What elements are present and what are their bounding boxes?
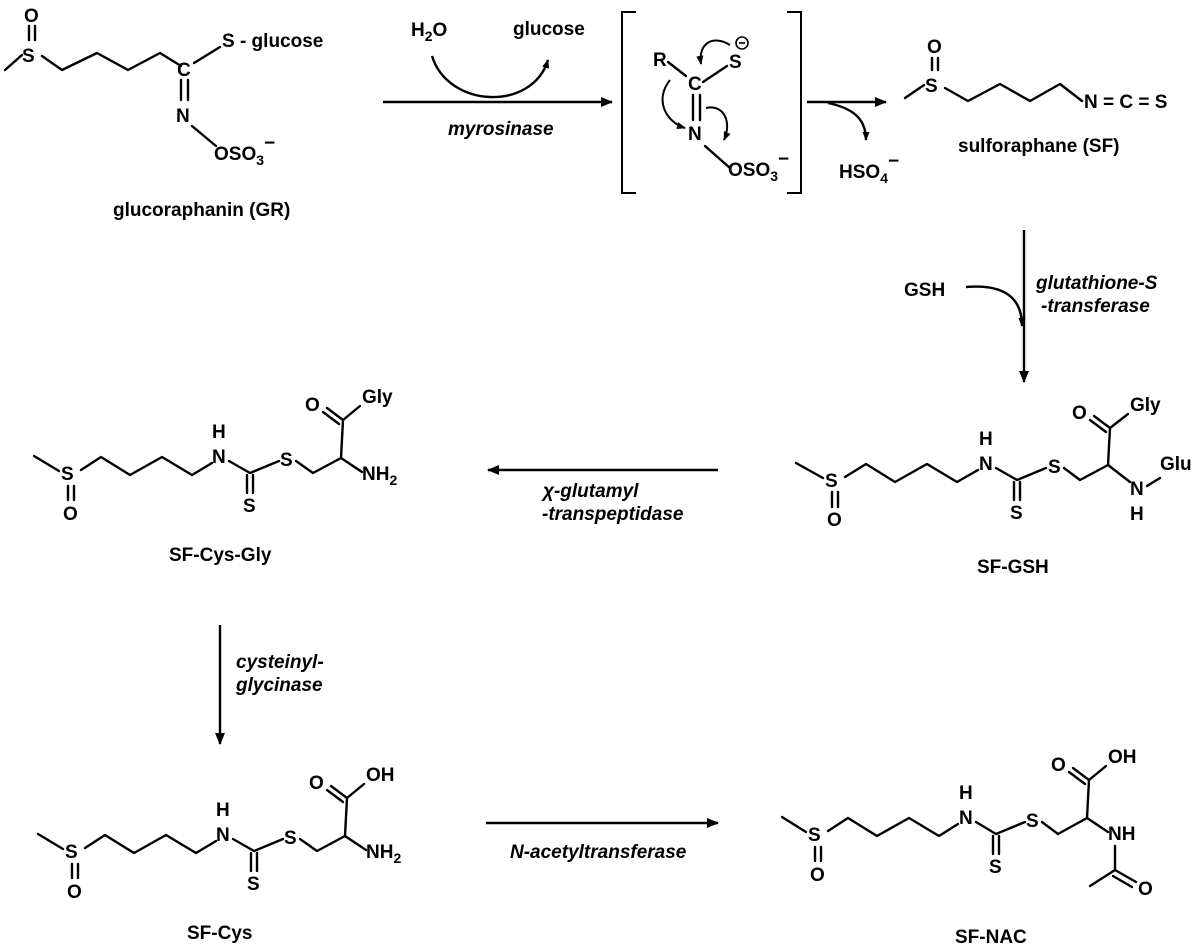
water-label: H2O <box>411 20 447 44</box>
gst-step: GSH glutathione-S -transferase <box>904 230 1158 383</box>
ggt-label-1: χ-glutamyl <box>541 481 639 502</box>
intermediate-nitrogen: N <box>688 124 702 145</box>
sf-gsh-gly: Gly <box>1130 395 1161 416</box>
left-bracket <box>621 11 636 194</box>
sf-cys-gly-sulfur: S <box>61 464 74 485</box>
gst-label-2: -transferase <box>1041 296 1150 317</box>
electron-arrow-3 <box>705 106 731 141</box>
sf-cys-label: SF-Cys <box>187 923 252 944</box>
sf-cys-oh: OH <box>366 765 395 786</box>
hso4-label: HSO4− <box>839 151 899 186</box>
sf-gsh-sulfoxide-oxygen: O <box>827 510 842 531</box>
intermediate-sulfur: S <box>729 52 742 73</box>
nat-label: N-acetyltransferase <box>510 842 687 863</box>
gr-sulfur: S <box>22 46 35 67</box>
sf-nac-carbonyl-o: O <box>1051 755 1066 776</box>
sf-cys-gly-thioether-s: S <box>280 450 293 471</box>
sf-cys-sulfur: S <box>65 842 78 863</box>
intermediate-r: R <box>653 50 667 71</box>
sf-nac-oh: OH <box>1108 747 1137 768</box>
sf-nac-nh-h: H <box>959 783 973 804</box>
glucose-byproduct: glucose <box>513 19 585 40</box>
intermediate-carbon: C <box>688 74 702 95</box>
sf-gsh-nh-h: H <box>979 429 993 450</box>
sulforaphane-structure: S O N = C = S sulforaphane (SF) <box>903 37 1167 157</box>
electron-arrow-1 <box>696 39 731 65</box>
sf-sulfur: S <box>925 76 938 97</box>
sf-label: sulforaphane (SF) <box>958 136 1120 157</box>
sf-cys-nh-h: H <box>216 800 230 821</box>
sf-cys-gly-nh-n: N <box>212 447 226 468</box>
sf-cys-nh-n: N <box>216 825 230 846</box>
sf-nac-label: SF-NAC <box>955 927 1027 948</box>
sf-cys-gly-carbonyl-o: O <box>305 395 320 416</box>
sf-gsh-thioether-s: S <box>1048 457 1061 478</box>
sf-cys-gly-structure: S O N H S S O Gly NH2 SF-Cys-Gly <box>32 387 397 566</box>
sf-cys-thione-s: S <box>247 874 260 895</box>
gr-nitrogen: N <box>176 106 190 127</box>
ggt-label-2: -transpeptidase <box>542 504 684 525</box>
sf-cys-gly-sulfoxide-o: O <box>63 504 78 525</box>
right-bracket <box>787 11 802 194</box>
cg-label-2: glycinase <box>235 675 323 696</box>
lossen-step: HSO4− <box>807 97 899 186</box>
myrosinase-label: myrosinase <box>448 119 554 140</box>
sf-isothiocyanate: N = C = S <box>1084 92 1167 113</box>
sf-cys-carbonyl-o: O <box>309 773 324 794</box>
sf-nac-structure: S O N H S S O OH NH O SF-NAC <box>780 747 1153 948</box>
ggt-step: χ-glutamyl -transpeptidase <box>487 465 718 525</box>
sf-gsh-carbonyl-o: O <box>1072 403 1087 424</box>
sf-nac-amide-nh: NH <box>1108 824 1135 845</box>
sf-sulfoxide-oxygen: O <box>927 37 942 58</box>
gsh-curve <box>965 285 1026 327</box>
sf-cys-gly-label: SF-Cys-Gly <box>169 545 272 566</box>
intermediate-oso3: OSO3− <box>728 149 789 184</box>
sf-gsh-glu: Glu <box>1160 454 1192 475</box>
gr-carbon: C <box>177 60 191 81</box>
gst-label-1: glutathione-S <box>1035 273 1158 294</box>
sf-cys-gly-nh-h: H <box>212 422 226 443</box>
sf-gsh-thione-s: S <box>1010 503 1023 524</box>
sf-nac-thioether-s: S <box>1026 811 1039 832</box>
gsh-label: GSH <box>904 280 945 301</box>
aglucone-intermediate: R C S N OSO3− <box>621 11 802 194</box>
sf-gsh-nh-n: N <box>979 454 993 475</box>
sf-nac-acetyl-o: O <box>1138 879 1153 900</box>
sf-cys-sulfoxide-o: O <box>67 882 82 903</box>
sf-gsh-sulfur: S <box>825 471 838 492</box>
sf-nac-thione-s: S <box>989 857 1002 878</box>
nat-step: N-acetyltransferase <box>486 818 719 863</box>
hso4-curve <box>827 101 870 141</box>
sf-nac-sulfur: S <box>808 825 821 846</box>
thiolate-charge <box>735 36 749 50</box>
electron-arrow-2 <box>661 79 686 129</box>
sf-cys-gly-thione-s: S <box>243 496 256 517</box>
sf-cys-amine: NH2 <box>366 842 401 866</box>
sf-cys-gly-amine: NH2 <box>362 464 397 488</box>
myrosinase-step: H2O glucose myrosinase <box>383 19 613 140</box>
sf-gsh-n: N <box>1130 479 1144 500</box>
sf-gsh-structure: S O N H S S O Gly N H Glu SF-GSH <box>794 395 1192 578</box>
glucoraphanin-structure: S O C S - glucose N OSO3− glucoraphanin … <box>3 6 323 221</box>
sf-gsh-nh-h2: H <box>1130 504 1144 525</box>
sf-cys-thioether-s: S <box>284 828 297 849</box>
cg-label-1: cysteinyl- <box>236 652 324 673</box>
sf-nac-sulfoxide-o: O <box>810 865 825 886</box>
sf-cys-structure: S O N H S S O OH NH2 SF-Cys <box>36 765 401 944</box>
gr-label: glucoraphanin (GR) <box>113 200 290 221</box>
gr-sulfoxide-oxygen: O <box>24 6 39 27</box>
cg-step: cysteinyl- glycinase <box>215 625 324 745</box>
gr-s-glucose: S - glucose <box>222 31 323 52</box>
sf-nac-nh-n: N <box>959 808 973 829</box>
sf-gsh-label: SF-GSH <box>977 557 1049 578</box>
sf-cys-gly-gly: Gly <box>362 387 393 408</box>
gr-oso3: OSO3− <box>214 133 275 168</box>
water-to-glucose-curve <box>430 55 550 99</box>
